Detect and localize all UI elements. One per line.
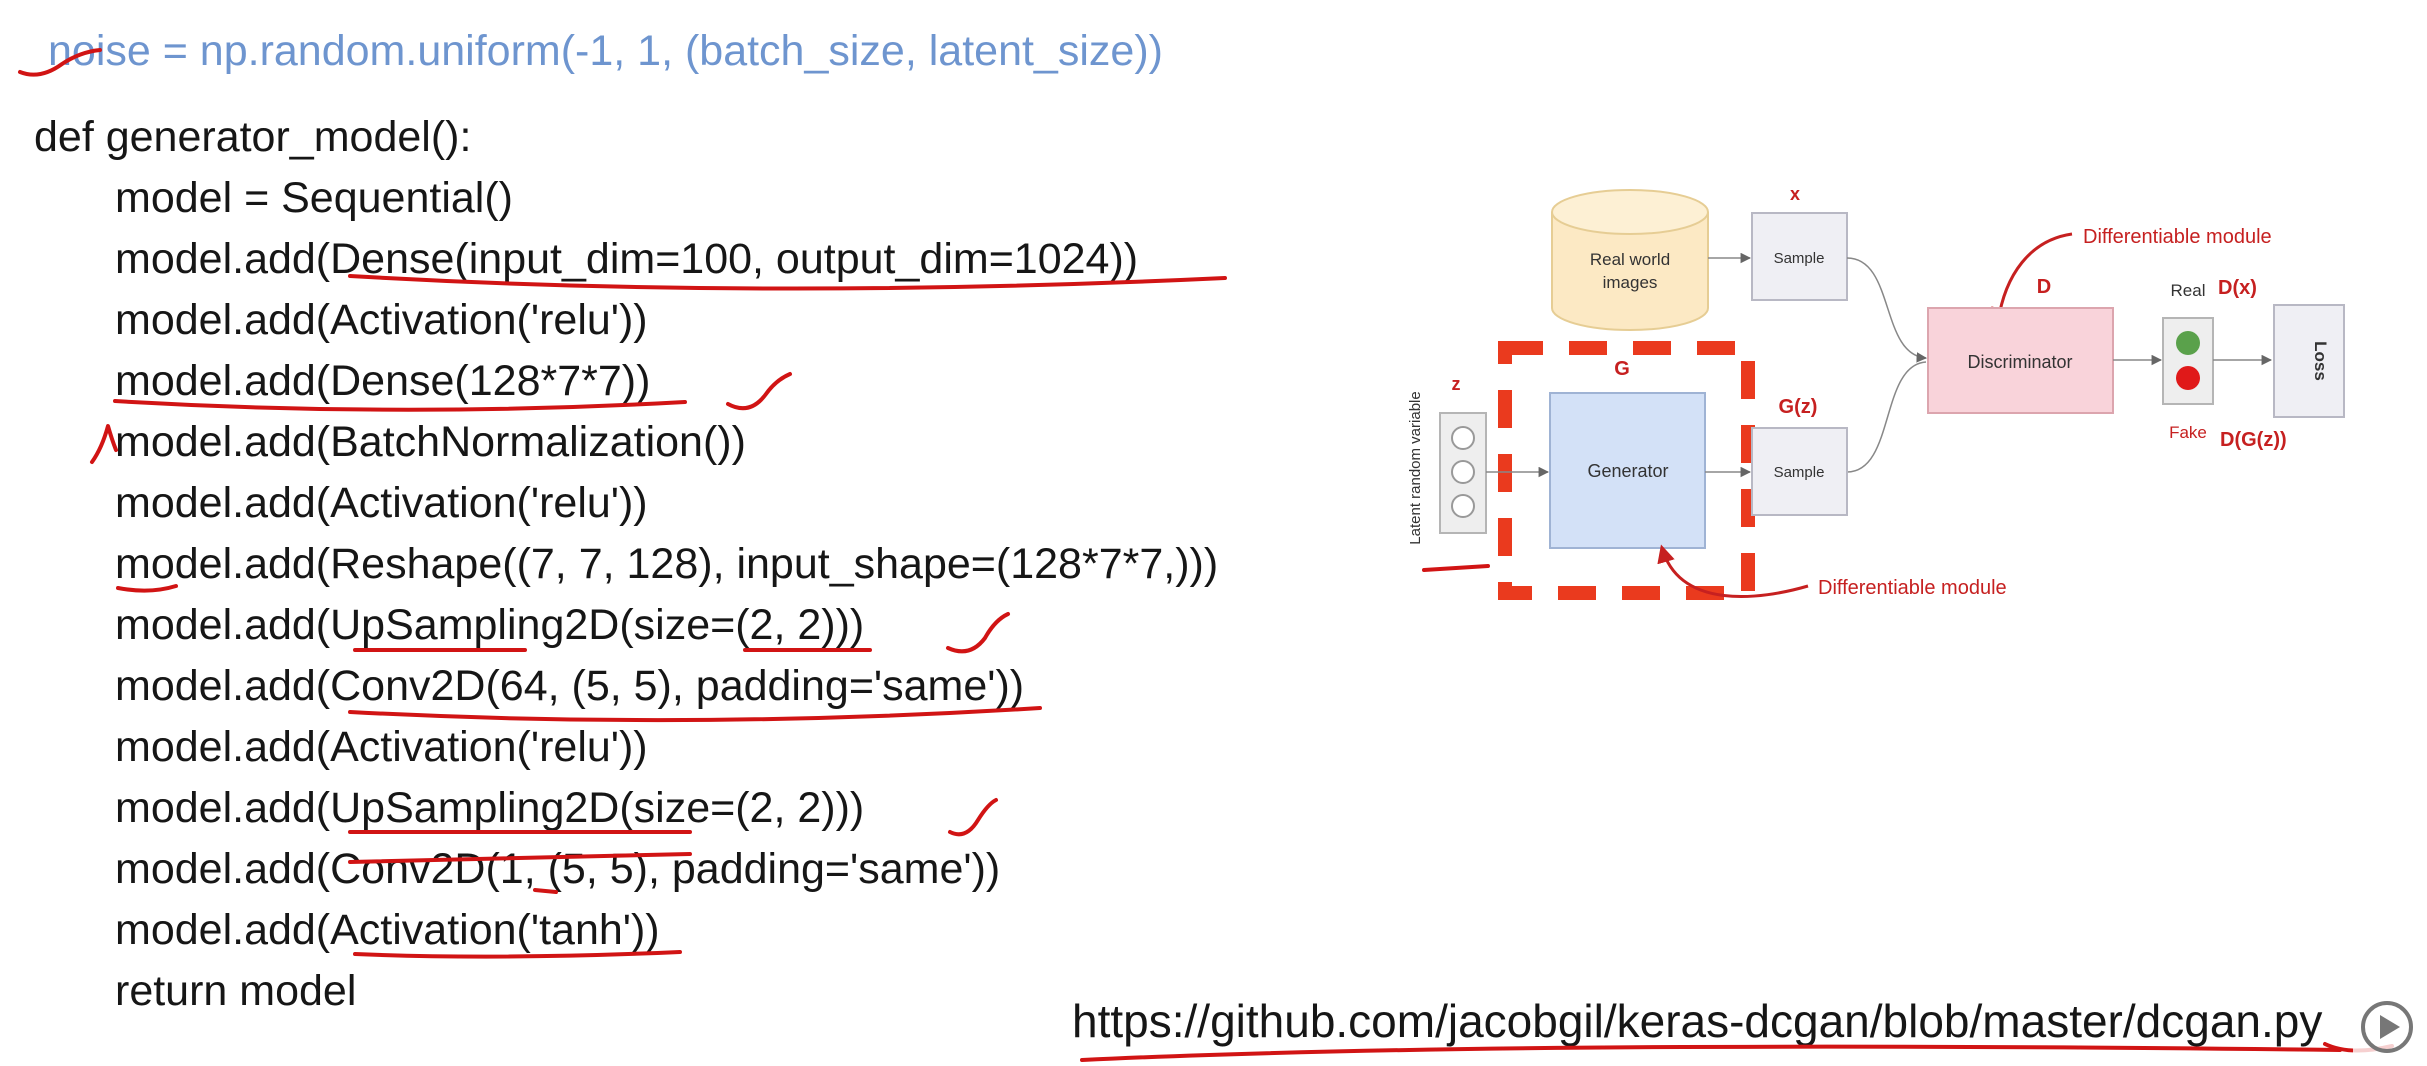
differentiable-module-label: Differentiable module bbox=[2083, 226, 2272, 248]
discriminator-box bbox=[1927, 307, 2114, 414]
generator-label: Generator bbox=[1587, 461, 1668, 481]
code-line: model.add(Dense(128*7*7)) bbox=[115, 357, 651, 405]
latent-node-icon bbox=[1451, 426, 1475, 450]
fake-sample-label: Sample bbox=[1774, 464, 1825, 481]
fake-sample-box bbox=[1751, 427, 1848, 516]
loss-label: Loss bbox=[2311, 341, 2330, 381]
play-icon bbox=[2361, 1001, 2413, 1053]
code-line: model.add(Dense(input_dim=100, output_di… bbox=[115, 235, 1139, 283]
code-line: model.add(UpSampling2D(size=(2, 2))) bbox=[115, 784, 865, 832]
dgz-label: D(G(z)) bbox=[2220, 429, 2287, 451]
code-line: model.add(UpSampling2D(size=(2, 2))) bbox=[115, 601, 865, 649]
latent-node-icon bbox=[1451, 460, 1475, 484]
real-label: Real bbox=[2171, 281, 2206, 300]
code-line: model.add(Conv2D(1, (5, 5), padding='sam… bbox=[115, 845, 1001, 893]
code-line: model.add(Conv2D(64, (5, 5), padding='sa… bbox=[115, 662, 1025, 710]
discriminator-label: Discriminator bbox=[1967, 352, 2072, 372]
differentiable-module-label: Differentiable module bbox=[1818, 577, 2007, 599]
code-line: model = Sequential() bbox=[115, 174, 513, 222]
real-images-label: images bbox=[1603, 273, 1658, 292]
latent-node-icon bbox=[1451, 494, 1475, 518]
real-sample-box bbox=[1751, 212, 1848, 301]
code-line: model.add(Activation('relu')) bbox=[115, 723, 648, 771]
fake-light-icon bbox=[2176, 366, 2200, 390]
z-label: z bbox=[1452, 374, 1461, 394]
x-label: x bbox=[1790, 184, 1800, 204]
real-sample-label: Sample bbox=[1774, 250, 1825, 267]
real-images-label: Real world bbox=[1590, 250, 1670, 269]
latent-label: Latent random variable bbox=[1407, 391, 1424, 544]
loss-box bbox=[2273, 304, 2345, 418]
g-label: G bbox=[1614, 358, 1630, 380]
source-url[interactable]: https://github.com/jacobgil/keras-dcgan/… bbox=[1072, 995, 2323, 1047]
code-line: return model bbox=[115, 967, 357, 1015]
generator-box bbox=[1549, 392, 1706, 549]
code-line: model.add(Activation('relu')) bbox=[115, 296, 648, 344]
video-play-overlay[interactable] bbox=[2353, 993, 2421, 1061]
fake-label: Fake bbox=[2169, 423, 2207, 442]
d-label: D bbox=[2037, 276, 2051, 298]
dx-label: D(x) bbox=[2218, 277, 2257, 299]
generator-region-outline bbox=[1498, 341, 1755, 600]
code-line: model.add(BatchNormalization()) bbox=[115, 418, 746, 466]
def-code-line: def generator_model(): bbox=[34, 113, 472, 161]
code-line: model.add(Activation('relu')) bbox=[115, 479, 648, 527]
gz-label: G(z) bbox=[1779, 396, 1818, 418]
noise-code-line: noise = np.random.uniform(-1, 1, (batch_… bbox=[48, 27, 1163, 75]
real-light-icon bbox=[2176, 331, 2200, 355]
code-line: model.add(Reshape((7, 7, 128), input_sha… bbox=[115, 540, 1219, 588]
code-line: model.add(Activation('tanh')) bbox=[115, 906, 660, 954]
real-images-database-icon bbox=[1551, 189, 1709, 331]
